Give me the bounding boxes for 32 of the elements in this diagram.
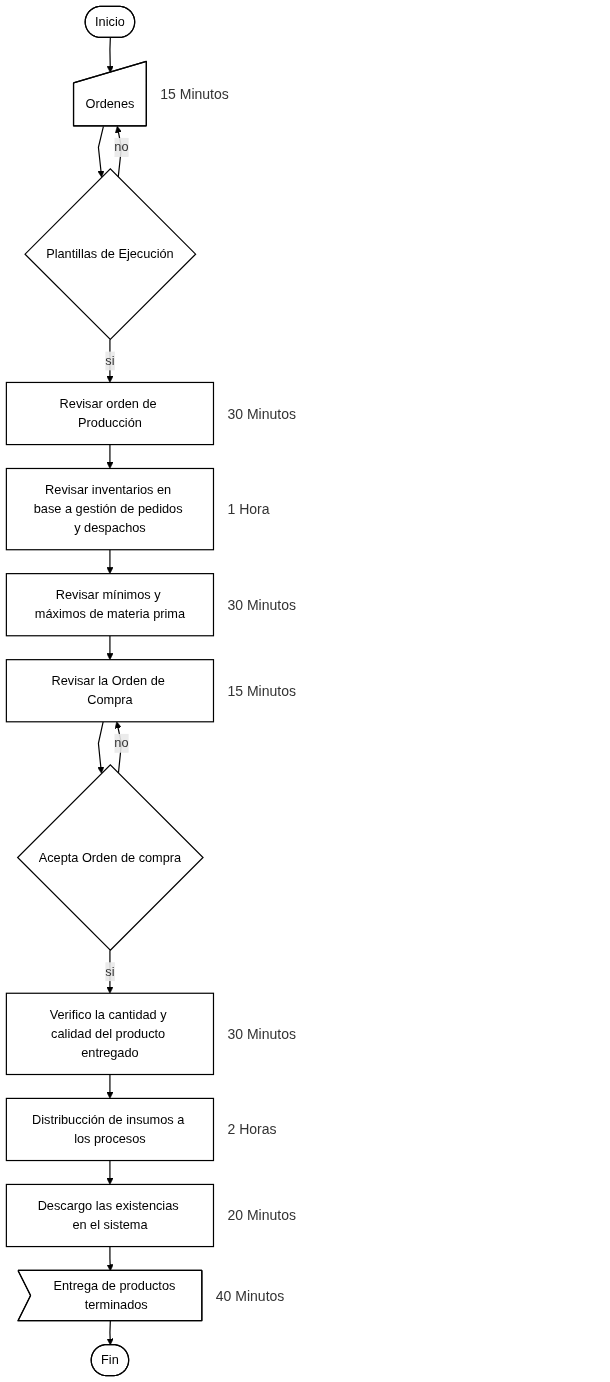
duration-label: 20 Minutos — [227, 1207, 296, 1224]
arrow — [106, 37, 114, 73]
node-box: Revisar orden de Producción — [5, 381, 215, 446]
node-diamond: Plantillas de Ejecución — [24, 168, 197, 341]
arrow — [106, 1073, 114, 1099]
arrow — [106, 1320, 114, 1346]
duration-label: 1 Hora — [227, 501, 270, 518]
edge-label: no — [114, 140, 129, 154]
duration-label: 40 Minutos — [215, 1287, 285, 1304]
duration-label: 15 Minutos — [160, 85, 229, 102]
node-diamond: Acepta Orden de compra — [16, 763, 204, 952]
node-box: Verifico la cantidad y calidad del producto entregado — [5, 992, 215, 1076]
duration-label: 30 Minutos — [227, 596, 296, 613]
duration-label: 15 Minutos — [227, 682, 296, 699]
node-box: Descargo las existencias en el sistema — [5, 1183, 215, 1248]
arrow — [97, 125, 105, 178]
node-box: Revisar inventarios en base a gestión de pedidos y despachos — [5, 467, 215, 551]
arrow — [114, 721, 123, 774]
edge-label: si — [105, 353, 115, 368]
node-box: Revisar mínimos y máximos de materia prima — [5, 573, 215, 637]
arrow — [106, 444, 114, 469]
arrow — [106, 635, 114, 660]
node-box: Revisar la Orden de Compra — [5, 659, 215, 723]
duration-label: 30 Minutos — [227, 405, 296, 422]
duration-label: 2 Horas — [227, 1121, 277, 1138]
duration-label: 30 Minutos — [227, 1025, 296, 1042]
edge-label: si — [105, 964, 115, 979]
arrow — [106, 549, 114, 574]
arrow — [97, 721, 105, 774]
edge-label: no — [114, 736, 129, 750]
node-box: Distribucción de insumos a los procesos — [5, 1097, 215, 1162]
arrow — [106, 1159, 114, 1185]
